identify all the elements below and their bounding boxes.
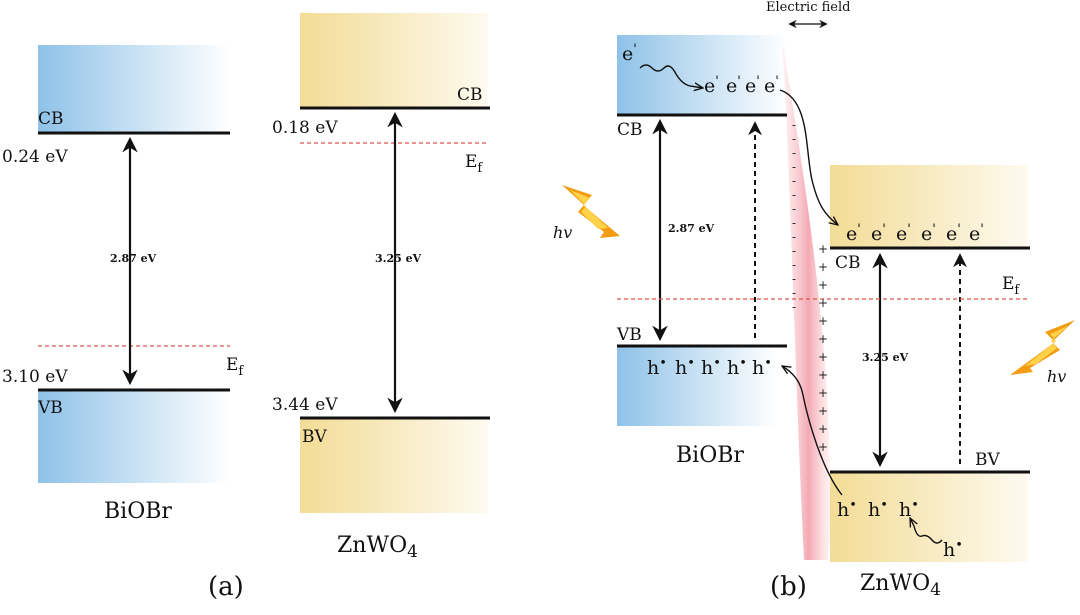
- positive-charge-sign: +: [818, 332, 828, 346]
- znwo4-fermi-label-b: Ef: [1002, 274, 1020, 298]
- light-label-left: hv: [553, 223, 572, 242]
- positive-charge-sign: +: [818, 350, 828, 364]
- znwo4-name-b: ZnWO4: [860, 571, 941, 600]
- panel-a: CB 0.24 eV 2.87 eV Ef 3.10 eV VB BiOBr C…: [2, 13, 490, 602]
- znwo4-electron: e': [921, 222, 936, 245]
- znwo4-hole: h•: [837, 498, 857, 521]
- positive-charge-sign: +: [818, 386, 828, 400]
- negative-charge-sign: -: [792, 188, 796, 202]
- biobr-cb-label: CB: [38, 109, 64, 129]
- biobr-electron: e': [726, 74, 741, 97]
- biobr-vb-label-b: VB: [616, 325, 642, 345]
- znwo4-cb-fill: [300, 13, 488, 108]
- znwo4-electron: e': [946, 222, 961, 245]
- biobr-electron: e': [764, 74, 779, 97]
- junction-region: [782, 40, 831, 560]
- electron-transfer-arrow: [779, 89, 838, 225]
- znwo4-electron: e': [896, 222, 911, 245]
- biobr-vb-fill-b: [617, 346, 777, 426]
- negative-charge-sign: -: [792, 202, 796, 216]
- negative-charge-sign: -: [792, 160, 796, 174]
- biobr-gap-value-b: 2.87 eV: [668, 222, 715, 235]
- znwo4-vb-label: BV: [302, 427, 327, 447]
- znwo4-electron: e': [846, 222, 861, 245]
- positive-charge-sign: +: [818, 278, 828, 292]
- positive-charge-sign: +: [818, 368, 828, 382]
- biobr-cb-value: 0.24 eV: [2, 147, 68, 167]
- biobr-name: BiOBr: [104, 499, 172, 524]
- light-label-right: hv: [1047, 367, 1066, 386]
- biobr-hole: h•: [727, 356, 747, 379]
- znwo4-cb-label: CB: [457, 85, 483, 105]
- negative-charge-column: --------------: [792, 118, 796, 314]
- light-flash-icon: [1010, 320, 1075, 375]
- electric-field-label: Electric field: [766, 0, 850, 15]
- negative-charge-sign: -: [792, 258, 796, 272]
- positive-charge-column: + + + + + + + + + + + +: [818, 242, 828, 454]
- positive-charge-sign: +: [818, 440, 828, 454]
- biobr-hole: h•: [752, 356, 772, 379]
- biobr-fermi-label: Ef: [226, 355, 244, 379]
- znwo4-hole-source: h•: [943, 538, 963, 561]
- biobr-name-b: BiOBr: [676, 443, 744, 468]
- biobr-electron: e': [745, 74, 760, 97]
- excitation-wave-arrow: [639, 64, 703, 88]
- biobr-hole: h•: [675, 356, 695, 379]
- znwo4-gap-value-b: 3.25 eV: [862, 351, 909, 364]
- biobr-cb-fill-b: [617, 35, 787, 115]
- positive-charge-sign: +: [818, 404, 828, 418]
- znwo4-vb-label-b: BV: [975, 450, 1000, 470]
- biobr-vb-value: 3.10 eV: [2, 367, 68, 387]
- znwo4-hole: h•: [868, 498, 888, 521]
- negative-charge-sign: -: [792, 118, 796, 132]
- biobr-hole: h•: [647, 356, 667, 379]
- negative-charge-sign: -: [792, 132, 796, 146]
- biobr-cb-fill: [38, 45, 230, 133]
- znwo4-electron: e': [871, 222, 886, 245]
- positive-charge-sign: +: [818, 296, 828, 310]
- biobr-vb-label: VB: [37, 398, 63, 418]
- znwo4-electron: e': [969, 222, 984, 245]
- biobr-gap-value: 2.87 eV: [110, 252, 157, 265]
- biobr-electron-source: e': [622, 42, 637, 65]
- znwo4-gap-value: 3.25 eV: [375, 252, 422, 265]
- biobr-hole: h•: [701, 356, 721, 379]
- znwo4-hole: h•: [899, 498, 919, 521]
- panel-b: CB 2.87 eV VB BiOBr e' e' e' e' e' h• h•…: [553, 0, 1075, 602]
- negative-charge-sign: -: [792, 216, 796, 230]
- znwo4-cb-value: 0.18 eV: [272, 118, 338, 138]
- negative-charge-sign: -: [792, 272, 796, 286]
- znwo4-vb-fill: [300, 418, 488, 513]
- negative-charge-sign: -: [792, 146, 796, 160]
- znwo4-vb-value: 3.44 eV: [272, 395, 338, 415]
- znwo4-name: ZnWO4: [337, 533, 418, 562]
- negative-charge-sign: -: [792, 174, 796, 188]
- biobr-cb-label-b: CB: [617, 120, 643, 140]
- biobr-electron: e': [704, 74, 719, 97]
- znwo4-vb-fill-b: [830, 472, 1028, 562]
- panel-a-label: (a): [208, 572, 244, 602]
- hole-wave-arrow: [910, 518, 943, 544]
- negative-charge-sign: -: [792, 244, 796, 258]
- biobr-vb-fill: [38, 390, 230, 483]
- positive-charge-sign: +: [818, 260, 828, 274]
- light-flash-icon: [562, 185, 620, 238]
- znwo4-cb-fill-b: [830, 165, 1028, 248]
- znwo4-fermi-label: Ef: [465, 152, 483, 176]
- positive-charge-sign: +: [818, 314, 828, 328]
- negative-charge-sign: -: [792, 230, 796, 244]
- znwo4-cb-label-b: CB: [835, 253, 861, 273]
- positive-charge-sign: +: [818, 422, 828, 436]
- negative-charge-sign: -: [792, 300, 796, 314]
- hole-transfer-arrow: [782, 366, 843, 496]
- negative-charge-sign: -: [792, 286, 796, 300]
- panel-b-label: (b): [770, 572, 807, 602]
- positive-charge-sign: +: [818, 242, 828, 256]
